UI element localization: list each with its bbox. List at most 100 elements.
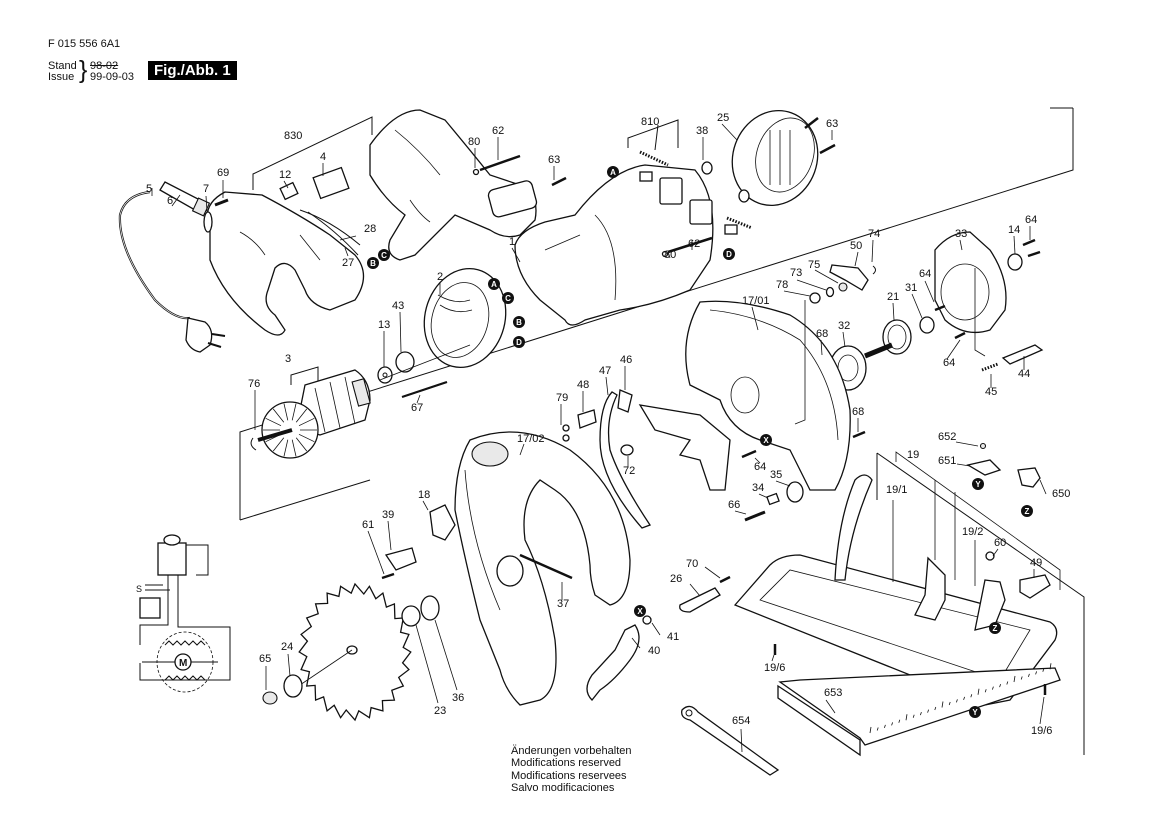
part-label-62a: 62 xyxy=(492,125,504,137)
leader-line xyxy=(519,443,525,456)
part-label-64b: 64 xyxy=(919,268,931,280)
footer-line-en: Modifications reserved xyxy=(511,757,622,770)
nut-75 xyxy=(838,282,848,292)
brace-glyph: } xyxy=(79,56,88,84)
part-label-66: 66 xyxy=(728,499,740,511)
connector-marker-a: A xyxy=(488,278,500,290)
circlip-76 xyxy=(250,437,257,451)
part-label-2: 2 xyxy=(437,271,443,283)
part-label-70: 70 xyxy=(686,558,698,570)
handle-grip-block xyxy=(487,180,538,218)
leader-line xyxy=(689,583,701,597)
saw-blade xyxy=(262,582,440,722)
leader-line xyxy=(740,728,743,753)
bracket-leader xyxy=(794,300,806,425)
part-label-1: 1 xyxy=(509,236,515,248)
ruler-tick xyxy=(999,683,1001,688)
part-label-68b: 68 xyxy=(852,406,864,418)
leader-line xyxy=(434,619,458,691)
connector-marker-b: B xyxy=(367,257,379,269)
washer-73 xyxy=(825,286,835,298)
part-label-12: 12 xyxy=(279,169,291,181)
screw-63-cap-b xyxy=(819,143,836,155)
ruler-tick xyxy=(927,709,929,713)
knob-650 xyxy=(1017,467,1041,488)
part-label-21: 21 xyxy=(887,291,899,303)
fan-blade xyxy=(295,437,308,452)
screw-64-d xyxy=(954,331,966,340)
upper-blade-guard xyxy=(685,300,866,522)
sleeve-34 xyxy=(766,492,780,506)
part-label-38: 38 xyxy=(696,125,708,137)
svg-text:A: A xyxy=(491,280,497,289)
svg-text:Y: Y xyxy=(975,480,981,489)
leader-line xyxy=(205,195,208,213)
washer-78 xyxy=(809,292,821,304)
clamp-26 xyxy=(679,587,721,613)
part-label-69: 69 xyxy=(217,167,229,179)
part-label-13: 13 xyxy=(378,319,390,331)
leader-line xyxy=(605,376,609,396)
screw-61 xyxy=(381,572,395,580)
bracket-830 xyxy=(252,116,373,190)
leader-line xyxy=(825,699,836,714)
svg-text:X: X xyxy=(763,436,769,445)
ruler-tick xyxy=(869,726,872,734)
bracket-leader xyxy=(895,451,1061,590)
wiring-schematic: S M xyxy=(136,534,231,693)
part-label-49: 49 xyxy=(1030,557,1042,569)
ruler-tick xyxy=(963,696,965,700)
connector-marker-x: X xyxy=(760,434,772,446)
part-label-650: 650 xyxy=(1052,488,1070,500)
riving-lever-40 xyxy=(586,624,640,701)
depth-lever-19-1 xyxy=(914,556,946,621)
clip-74 xyxy=(872,265,876,275)
inner-flange-23 xyxy=(401,605,421,627)
leader-line xyxy=(387,520,392,551)
leader-line xyxy=(399,311,402,353)
leader-line xyxy=(1013,235,1016,255)
commutator xyxy=(351,378,371,407)
leader-line xyxy=(854,251,859,267)
brush-cap-38-upper xyxy=(701,161,713,175)
part-label-19: 19 xyxy=(907,449,919,461)
fan-blade xyxy=(265,417,282,427)
svg-text:D: D xyxy=(516,338,522,347)
footer-line-fr: Modifications reservees xyxy=(511,769,627,782)
part-label-74: 74 xyxy=(868,228,880,240)
part-label-67: 67 xyxy=(411,402,423,414)
screw-70 xyxy=(719,575,731,584)
part-label-39: 39 xyxy=(382,509,394,521)
screw-62-lower xyxy=(667,236,713,254)
armature xyxy=(250,366,371,459)
connector-marker-c: C xyxy=(502,292,514,304)
part-label-810: 810 xyxy=(641,116,659,128)
part-label-47: 47 xyxy=(599,365,611,377)
part-label-50: 50 xyxy=(850,240,862,252)
riving-knife-clamp xyxy=(586,575,731,701)
fan-baffle-43 xyxy=(395,351,415,373)
field-winding-upper xyxy=(164,640,206,646)
blade-screw-65 xyxy=(262,691,278,705)
ruler-tick xyxy=(948,701,951,706)
connector-marker-x: X xyxy=(634,605,646,617)
connector-marker-a: A xyxy=(607,166,619,178)
washer-80-lower xyxy=(661,250,669,258)
brush-holder-lower xyxy=(689,199,713,225)
spindle-shaft xyxy=(864,342,893,359)
leader-line xyxy=(771,654,775,662)
plate-48 xyxy=(577,409,597,429)
bevel-quadrant xyxy=(834,474,873,581)
part-label-25: 25 xyxy=(717,112,729,124)
outer-flange-24 xyxy=(283,674,303,698)
motor-symbol-label: M xyxy=(179,658,187,669)
lever-50 xyxy=(829,264,869,291)
connector-marker-y: Y xyxy=(972,478,984,490)
part-label-6: 6 xyxy=(167,195,173,207)
bushing-35 xyxy=(786,481,804,503)
gear-housing-33 xyxy=(934,231,1007,334)
leader-line xyxy=(704,566,721,579)
part-label-64c: 64 xyxy=(943,357,955,369)
